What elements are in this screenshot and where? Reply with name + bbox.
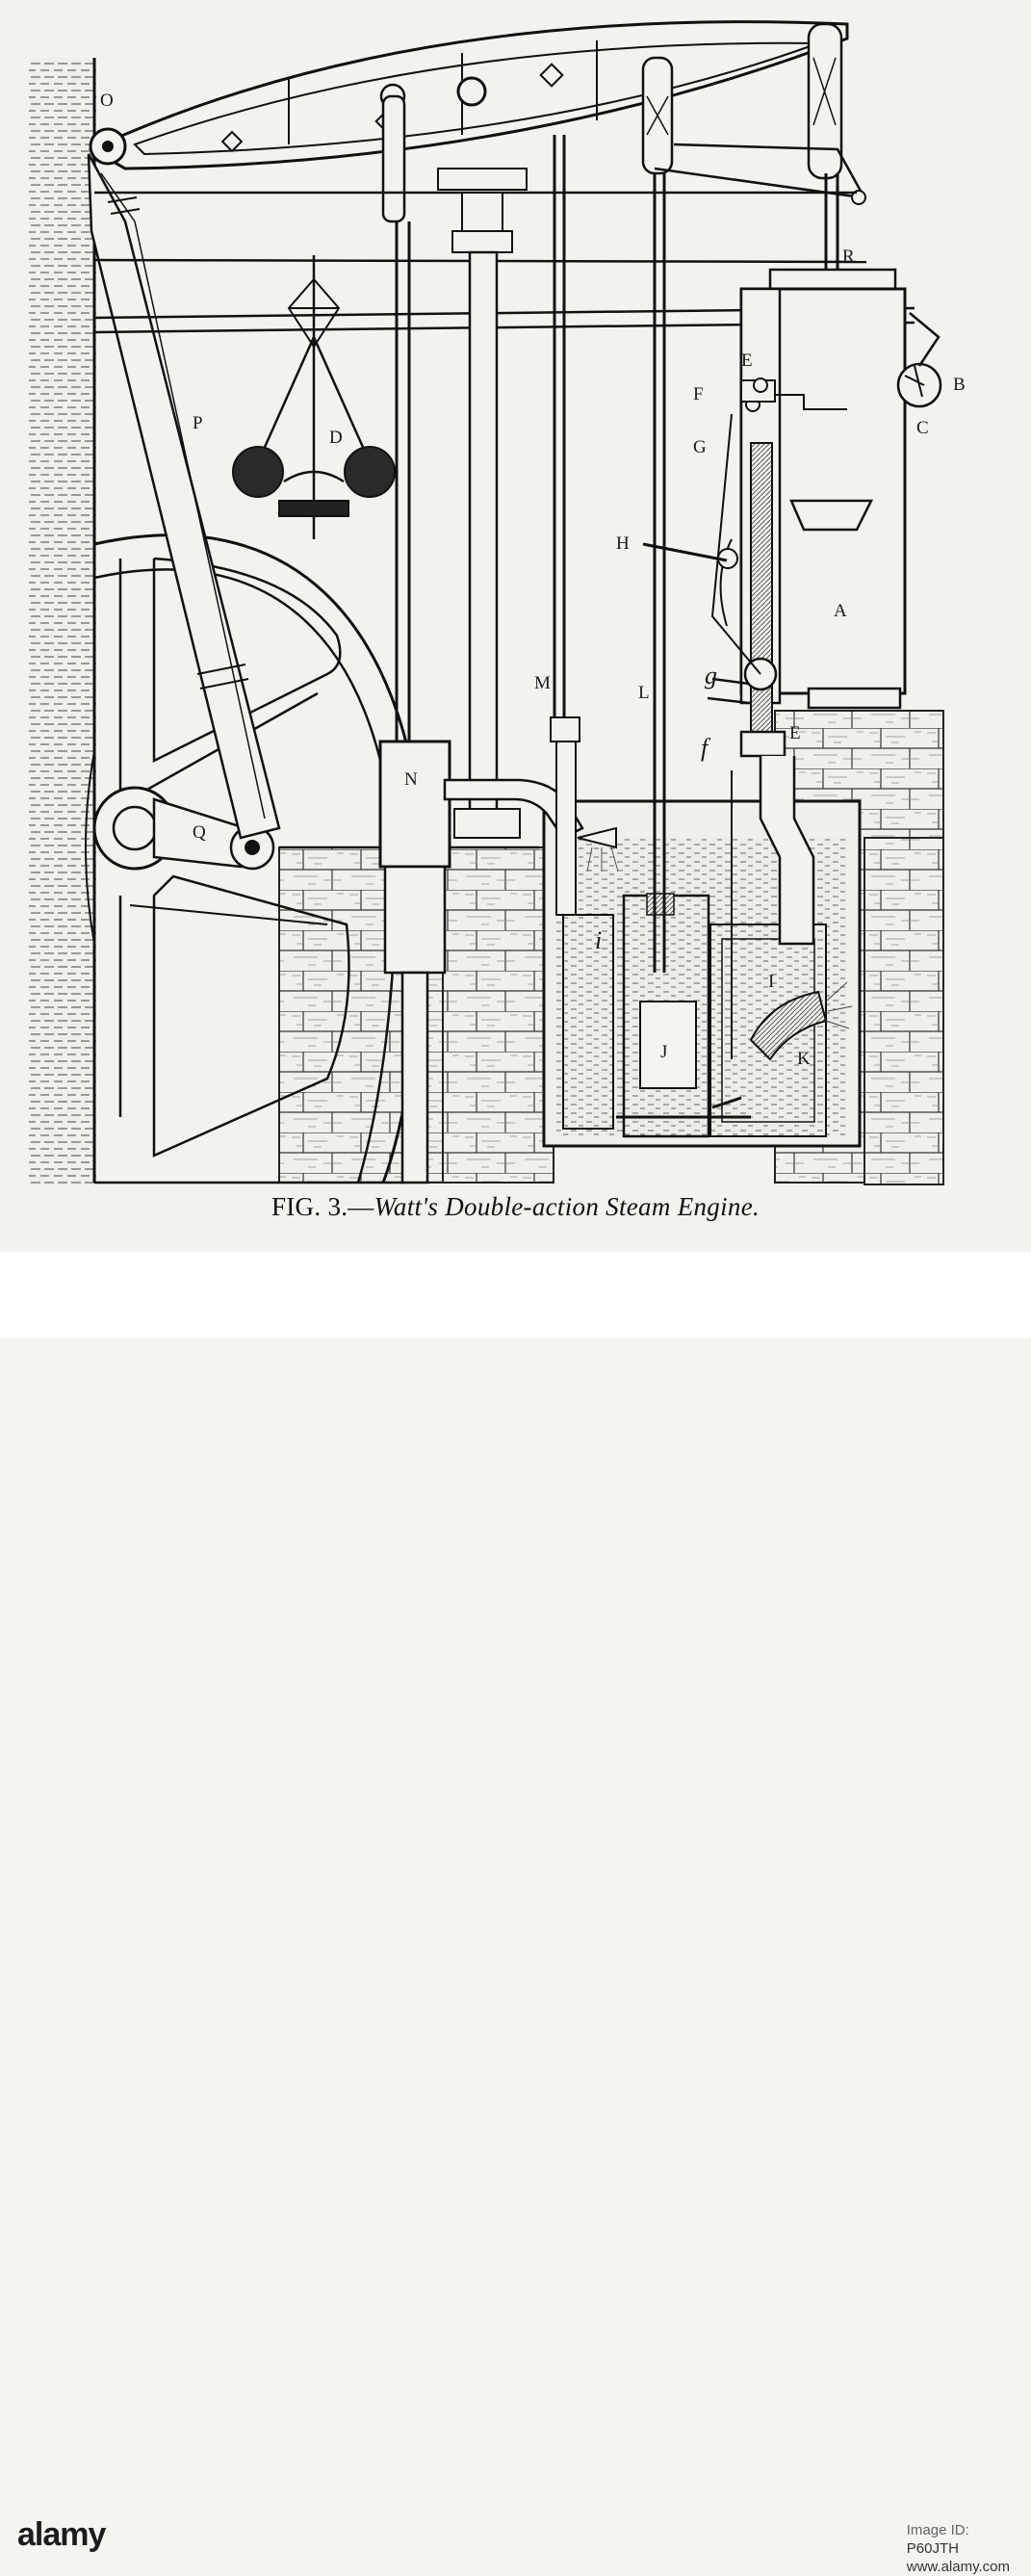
label-g-lower: g	[705, 662, 717, 690]
caption-title: Watt's Double-action Steam Engine.	[374, 1192, 760, 1221]
label-l: L	[638, 683, 650, 703]
stock-footer-bar: alamy Image ID: P60JTH www.alamy.com	[0, 1252, 1031, 2575]
label-g-upper: G	[693, 437, 707, 457]
label-m: M	[534, 673, 551, 693]
hot-water-pump-n	[378, 740, 619, 1184]
crank-q	[92, 786, 275, 871]
left-wall	[29, 58, 96, 1184]
label-b: B	[953, 375, 966, 395]
illustration-plate: O P Q D N M L R E F G H B C A g f E i I …	[0, 0, 1031, 1252]
label-p: P	[193, 413, 203, 433]
label-j: J	[660, 1042, 667, 1062]
pump-rods	[395, 135, 839, 973]
cast-iron-column	[437, 168, 528, 839]
condenser-jet	[749, 981, 853, 1061]
label-k: K	[797, 1049, 811, 1069]
label-f-upper: F	[693, 384, 704, 404]
figure-caption: FIG. 3.—Watt's Double-action Steam Engin…	[0, 1192, 1031, 1222]
label-r: R	[842, 247, 855, 267]
label-a: A	[834, 601, 847, 621]
air-pump	[616, 893, 751, 1138]
steam-engine-diagram: O P Q D N M L R E F G H B C A g f E i I …	[29, 20, 966, 1185]
label-o: O	[100, 91, 114, 111]
caption-prefix: FIG. 3.—	[271, 1192, 374, 1221]
image-id-block: Image ID: P60JTH www.alamy.com	[907, 2521, 1010, 2576]
label-h: H	[616, 533, 630, 554]
label-q: Q	[193, 822, 206, 843]
image-id-label: Image ID:	[906, 2522, 969, 2538]
connecting-rod-p	[87, 153, 281, 840]
image-id-value: P60JTH	[906, 2540, 959, 2557]
site-url: www.alamy.com	[906, 2559, 1010, 2575]
label-n: N	[404, 769, 418, 790]
watermark-brand: alamy	[17, 2516, 106, 2553]
label-d: D	[329, 428, 343, 448]
valve-gear	[642, 287, 815, 1059]
cold-water-pump-m	[550, 716, 580, 916]
parallel-motion	[379, 22, 866, 223]
throttle-valve-b	[896, 312, 942, 408]
label-i-lower: i	[595, 926, 602, 954]
upper-valve-e	[740, 377, 847, 410]
label-e-lower: E	[789, 723, 801, 743]
label-i-upper: I	[768, 972, 774, 992]
diagram-labels: O P Q D N M L R E F G H B C A g f E i I …	[100, 91, 966, 1069]
label-f-lower: f	[701, 734, 711, 762]
label-c: C	[916, 418, 929, 438]
label-e: E	[741, 351, 753, 371]
governor-d	[232, 255, 396, 539]
